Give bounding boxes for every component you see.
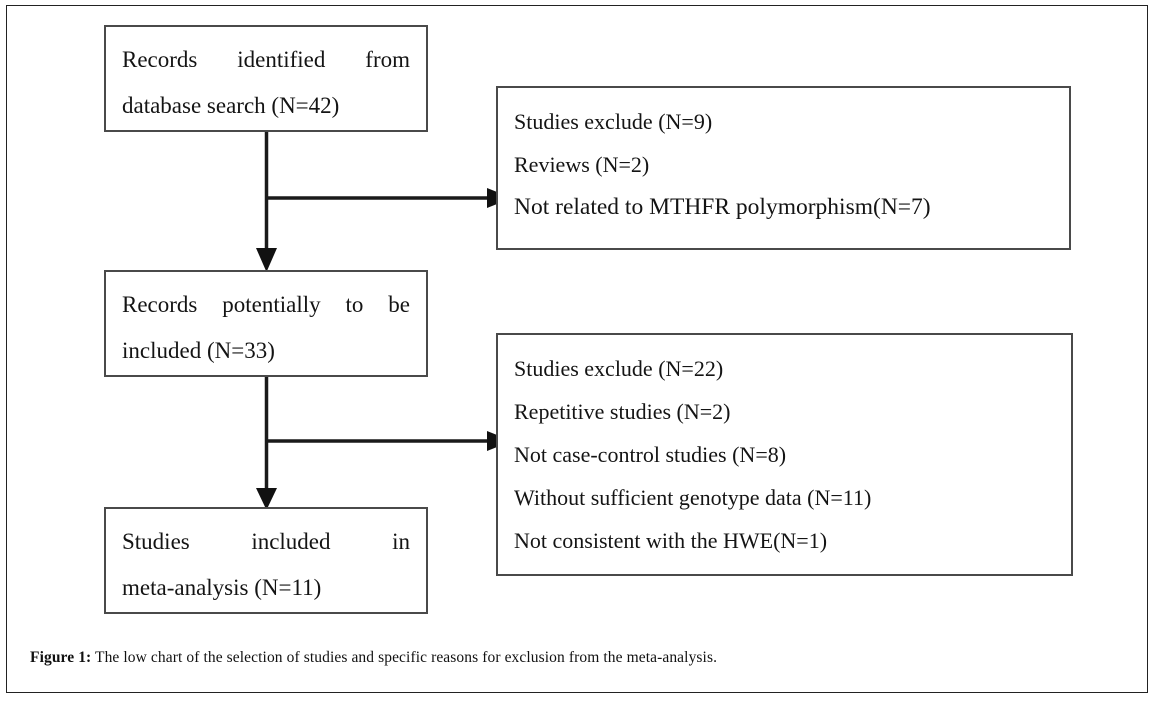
exclusion-1-line-1: Studies exclude (N=9) xyxy=(514,109,713,134)
node-exclusion-stage-1: Studies exclude (N=9) Reviews (N=2) Not … xyxy=(496,86,1071,250)
figure-outer-border xyxy=(6,5,1148,693)
node-studies-included-line2: meta-analysis (N=11) xyxy=(122,575,322,600)
exclusion-2-line-4: Without sufficient genotype data (N=11) xyxy=(514,485,872,510)
exclusion-1-line-2: Reviews (N=2) xyxy=(514,152,650,177)
node-records-potential-line1: Records potentially to be xyxy=(122,292,410,317)
node-records-potential: Records potentially to be included (N=33… xyxy=(104,270,428,377)
exclusion-2-line-3: Not case-control studies (N=8) xyxy=(514,442,787,467)
exclusion-2-line-1: Studies exclude (N=22) xyxy=(514,356,724,381)
figure-caption: Figure 1: The low chart of the selection… xyxy=(30,648,1120,668)
node-exclusion-stage-2: Studies exclude (N=22) Repetitive studie… xyxy=(496,333,1073,576)
node-records-identified-line2: database search (N=42) xyxy=(122,93,340,118)
node-studies-included: Studies included in meta-analysis (N=11) xyxy=(104,507,428,614)
exclusion-2-line-5: Not consistent with the HWE(N=1) xyxy=(514,528,828,553)
node-records-identified-line1: Records identified from xyxy=(122,47,410,72)
figure-caption-label: Figure 1: xyxy=(30,649,92,666)
figure-caption-text: The low chart of the selection of studie… xyxy=(91,649,718,666)
node-records-potential-line2: included (N=33) xyxy=(122,338,275,363)
exclusion-1-line-3: Not related to MTHFR polymorphism(N=7) xyxy=(514,194,931,220)
exclusion-2-line-2: Repetitive studies (N=2) xyxy=(514,399,731,424)
node-records-identified: Records identified from database search … xyxy=(104,25,428,132)
node-studies-included-line1: Studies included in xyxy=(122,529,410,554)
